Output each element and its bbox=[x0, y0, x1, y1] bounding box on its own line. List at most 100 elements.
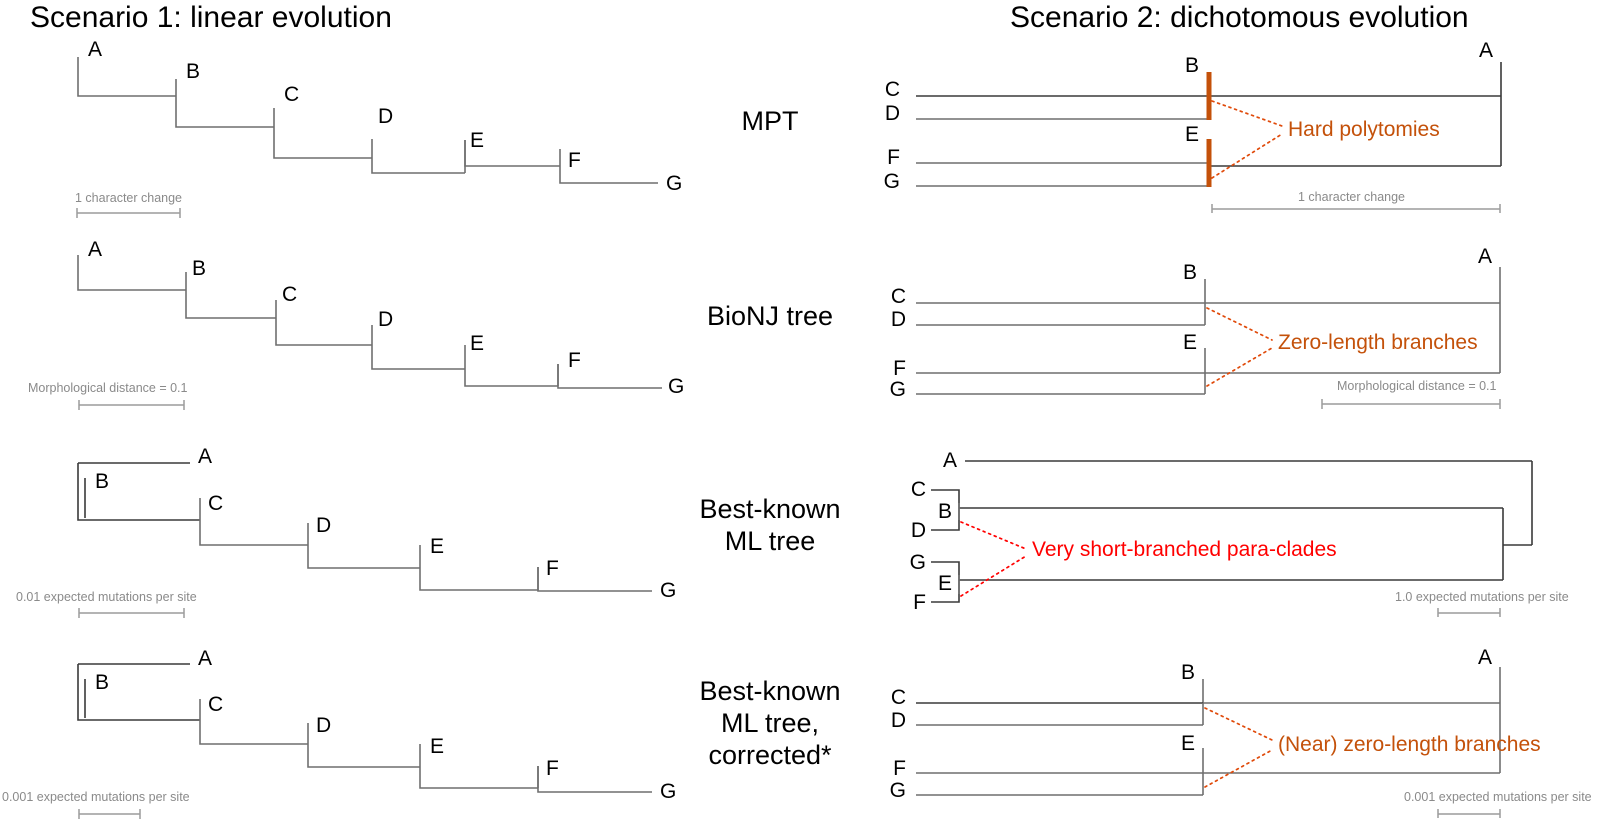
tip-label-f: F bbox=[568, 349, 581, 372]
branch-b bbox=[175, 79, 274, 128]
tree-scenario2-bionj: C D F G B E A Zero-length branches bbox=[890, 245, 1501, 401]
row-label-bionj-line-0: BioNJ tree bbox=[707, 301, 833, 331]
branch-a bbox=[77, 255, 186, 291]
leader-upper bbox=[1206, 307, 1273, 341]
tree-scenario1-bionj: A B C D E F G bbox=[77, 238, 684, 398]
scalebar-label-s2-bionj: Morphological distance = 0.1 bbox=[1337, 379, 1497, 393]
branch-d bbox=[371, 325, 465, 370]
scalebar-scenario1-ml: 0.01 expected mutations per site bbox=[16, 590, 197, 618]
row-label-ml-line-0: Best-known bbox=[699, 494, 840, 524]
tree-scenario2-ml: A C B D G E F Very short-branched para-c… bbox=[910, 449, 1533, 614]
branch-e bbox=[419, 545, 538, 591]
tree-scenario1-ml: A B C D E F G bbox=[77, 445, 676, 602]
scalebar-line-s1-mlc bbox=[78, 809, 141, 819]
leader-lower bbox=[1204, 749, 1273, 788]
tip-label-b: B bbox=[95, 671, 109, 694]
tree-scenario2-mpt: C D F G B E A Hard polytomies bbox=[884, 39, 1502, 193]
tip-label-d: D bbox=[316, 514, 331, 537]
scalebar-label-s2-mlc: 0.001 expected mutations per site bbox=[1404, 790, 1592, 804]
leader-lower bbox=[960, 555, 1027, 597]
scalebar-label-s2-mpt: 1 character change bbox=[1298, 190, 1405, 204]
tree-scenario1-ml-corrected: A B C D E F G bbox=[77, 647, 676, 803]
tip-label-b: B bbox=[1181, 661, 1195, 684]
branch-a bbox=[77, 57, 176, 97]
scalebar-label-s1-mpt: 1 character change bbox=[75, 191, 182, 205]
tip-label-c: C bbox=[284, 83, 299, 106]
branch-root bbox=[77, 664, 200, 721]
tip-label-e: E bbox=[430, 535, 444, 558]
row-label-bionj: BioNJ tree bbox=[707, 301, 833, 331]
scenario-2-title: Scenario 2: dichotomous evolution bbox=[1010, 1, 1469, 34]
scalebar-scenario2-mpt: 1 character change bbox=[1211, 190, 1501, 213]
tip-label-e: E bbox=[1181, 732, 1195, 755]
tip-label-a: A bbox=[198, 647, 212, 670]
tip-label-c: C bbox=[911, 478, 926, 501]
scalebar-line-s2-mlc bbox=[1437, 809, 1501, 818]
annotation-para-clades: Very short-branched para-clades bbox=[1032, 538, 1337, 561]
leader-upper bbox=[960, 521, 1027, 550]
branch-f bbox=[557, 364, 662, 389]
tip-label-d: D bbox=[378, 308, 393, 331]
row-label-mpt-line-0: MPT bbox=[742, 106, 799, 136]
tip-label-a: A bbox=[198, 445, 212, 468]
tip-label-e: E bbox=[938, 572, 952, 595]
scalebar-scenario2-ml: 1.0 expected mutations per site bbox=[1395, 590, 1569, 617]
branch-b bbox=[185, 272, 276, 319]
branch-c bbox=[199, 699, 308, 745]
scalebar-scenario1-ml-corrected: 0.001 expected mutations per site bbox=[2, 790, 190, 819]
tip-label-f: F bbox=[568, 149, 581, 172]
tip-label-d: D bbox=[891, 709, 906, 732]
tip-label-b: B bbox=[1185, 54, 1199, 77]
scalebar-label-s2-ml: 1.0 expected mutations per site bbox=[1395, 590, 1569, 604]
tip-label-f: F bbox=[546, 757, 559, 780]
tip-label-e: E bbox=[470, 332, 484, 355]
annotation-near-zero-length: (Near) zero-length branches bbox=[1278, 733, 1541, 756]
branch-f bbox=[537, 766, 652, 793]
scalebar-line-s2-mpt bbox=[1211, 204, 1501, 213]
annotation-hard-polytomies: Hard polytomies bbox=[1288, 118, 1440, 141]
tip-label-g: G bbox=[890, 378, 906, 401]
annotation-zero-length-branches: Zero-length branches bbox=[1278, 331, 1478, 354]
scenario-1-title: Scenario 1: linear evolution bbox=[30, 1, 392, 34]
branch-c bbox=[273, 108, 372, 159]
tip-label-e: E bbox=[1183, 331, 1197, 354]
tip-label-c: C bbox=[282, 283, 297, 306]
scalebar-label-s1-mlc: 0.001 expected mutations per site bbox=[2, 790, 190, 804]
tip-label-b: B bbox=[95, 470, 109, 493]
row-label-ml-corrected: Best-known ML tree, corrected* bbox=[699, 676, 840, 770]
branch-f bbox=[559, 149, 658, 184]
scalebar-label-s1-ml: 0.01 expected mutations per site bbox=[16, 590, 197, 604]
tip-label-f: F bbox=[893, 757, 906, 780]
tip-label-d: D bbox=[911, 519, 926, 542]
tip-label-a: A bbox=[88, 238, 102, 261]
tip-label-f: F bbox=[887, 146, 900, 169]
branch-d bbox=[371, 139, 465, 174]
tip-label-e: E bbox=[1185, 123, 1199, 146]
branch-d bbox=[307, 523, 420, 569]
scalebar-scenario1-mpt: 1 character change bbox=[75, 191, 182, 218]
scalebar-scenario1-bionj: Morphological distance = 0.1 bbox=[28, 381, 188, 410]
scalebar-scenario2-bionj: Morphological distance = 0.1 bbox=[1321, 379, 1501, 409]
tip-label-c: C bbox=[891, 686, 906, 709]
tip-label-f: F bbox=[893, 357, 906, 380]
scalebar-line-s1-mpt bbox=[76, 208, 181, 218]
tip-label-g: G bbox=[910, 551, 926, 574]
tip-label-g: G bbox=[660, 780, 676, 803]
tip-label-c: C bbox=[208, 492, 223, 515]
branch-e bbox=[464, 345, 558, 387]
tip-label-f: F bbox=[913, 591, 926, 614]
branch-c bbox=[275, 300, 372, 346]
leader-upper bbox=[1204, 707, 1273, 741]
tip-label-g: G bbox=[890, 779, 906, 802]
scalebar-scenario2-ml-corrected: 0.001 expected mutations per site bbox=[1404, 790, 1592, 818]
scalebar-line-s1-bionj bbox=[78, 400, 185, 410]
tip-label-f: F bbox=[546, 557, 559, 580]
tip-label-g: G bbox=[666, 172, 682, 195]
tip-label-b: B bbox=[186, 60, 200, 83]
tip-label-g: G bbox=[668, 375, 684, 398]
scalebar-line-s2-bionj bbox=[1321, 399, 1501, 409]
tip-label-g: G bbox=[884, 170, 900, 193]
tip-label-a: A bbox=[1478, 646, 1492, 669]
row-label-ml-line-1: ML tree bbox=[725, 526, 816, 556]
leader-lower bbox=[1206, 347, 1273, 387]
